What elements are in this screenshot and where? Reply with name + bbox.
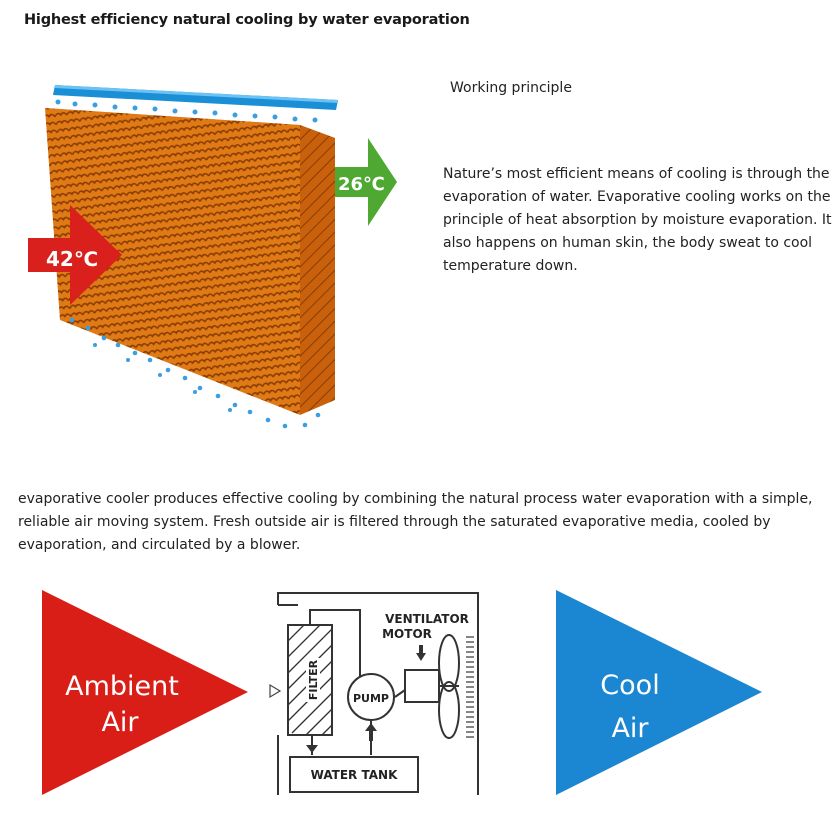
airflow-inlet-arrow-icon <box>269 683 282 699</box>
filter-drain-arrow-icon <box>306 745 318 753</box>
water-pipe <box>53 85 338 110</box>
water-drops-top <box>55 99 318 123</box>
working-principle-text: Nature’s most efficient means of cooling… <box>443 166 832 274</box>
motor-arrow-stem <box>419 645 423 654</box>
working-principle-heading: Working principle <box>450 80 572 96</box>
ambient-label-line1: Ambient <box>65 671 179 702</box>
motor-down-arrow-icon <box>416 653 426 661</box>
ventilator-label-line2: MOTOR <box>382 627 432 641</box>
water-drops-bottom <box>69 317 321 429</box>
ambient-air-triangle: Ambient Air <box>42 590 248 795</box>
cool-air-arrow: 26℃ <box>335 138 397 226</box>
cooler-diagram: Ambient Air <box>42 590 762 795</box>
filter-label: FILTER <box>307 659 320 700</box>
air-grille <box>466 636 474 738</box>
cool-label-line2: Air <box>611 713 649 744</box>
page-title: Highest efficiency natural cooling by wa… <box>24 12 470 28</box>
ventilator-label-line1: VENTILATOR <box>385 612 469 626</box>
pump-label: PUMP <box>353 692 389 705</box>
ambient-label-line2: Air <box>101 707 139 738</box>
evaporative-pad-illustration: 42℃ 26℃ <box>28 85 397 429</box>
pad-side-face <box>300 125 335 415</box>
hot-air-arrow: 42℃ <box>28 205 122 305</box>
schematic-flow-arrows <box>306 645 426 753</box>
intro-paragraph: evaporative cooler produces effective co… <box>18 491 813 553</box>
pump-up-arrow-icon <box>365 723 377 731</box>
pad-front-face <box>45 108 300 415</box>
cool-air-temperature: 26℃ <box>338 174 385 195</box>
cool-label-line1: Cool <box>600 670 659 701</box>
pump-arrow-stem <box>369 731 373 741</box>
cool-air-triangle: Cool Air <box>556 590 762 795</box>
hot-air-temperature: 42℃ <box>46 247 98 271</box>
water-tank-label: WATER TANK <box>311 768 398 782</box>
